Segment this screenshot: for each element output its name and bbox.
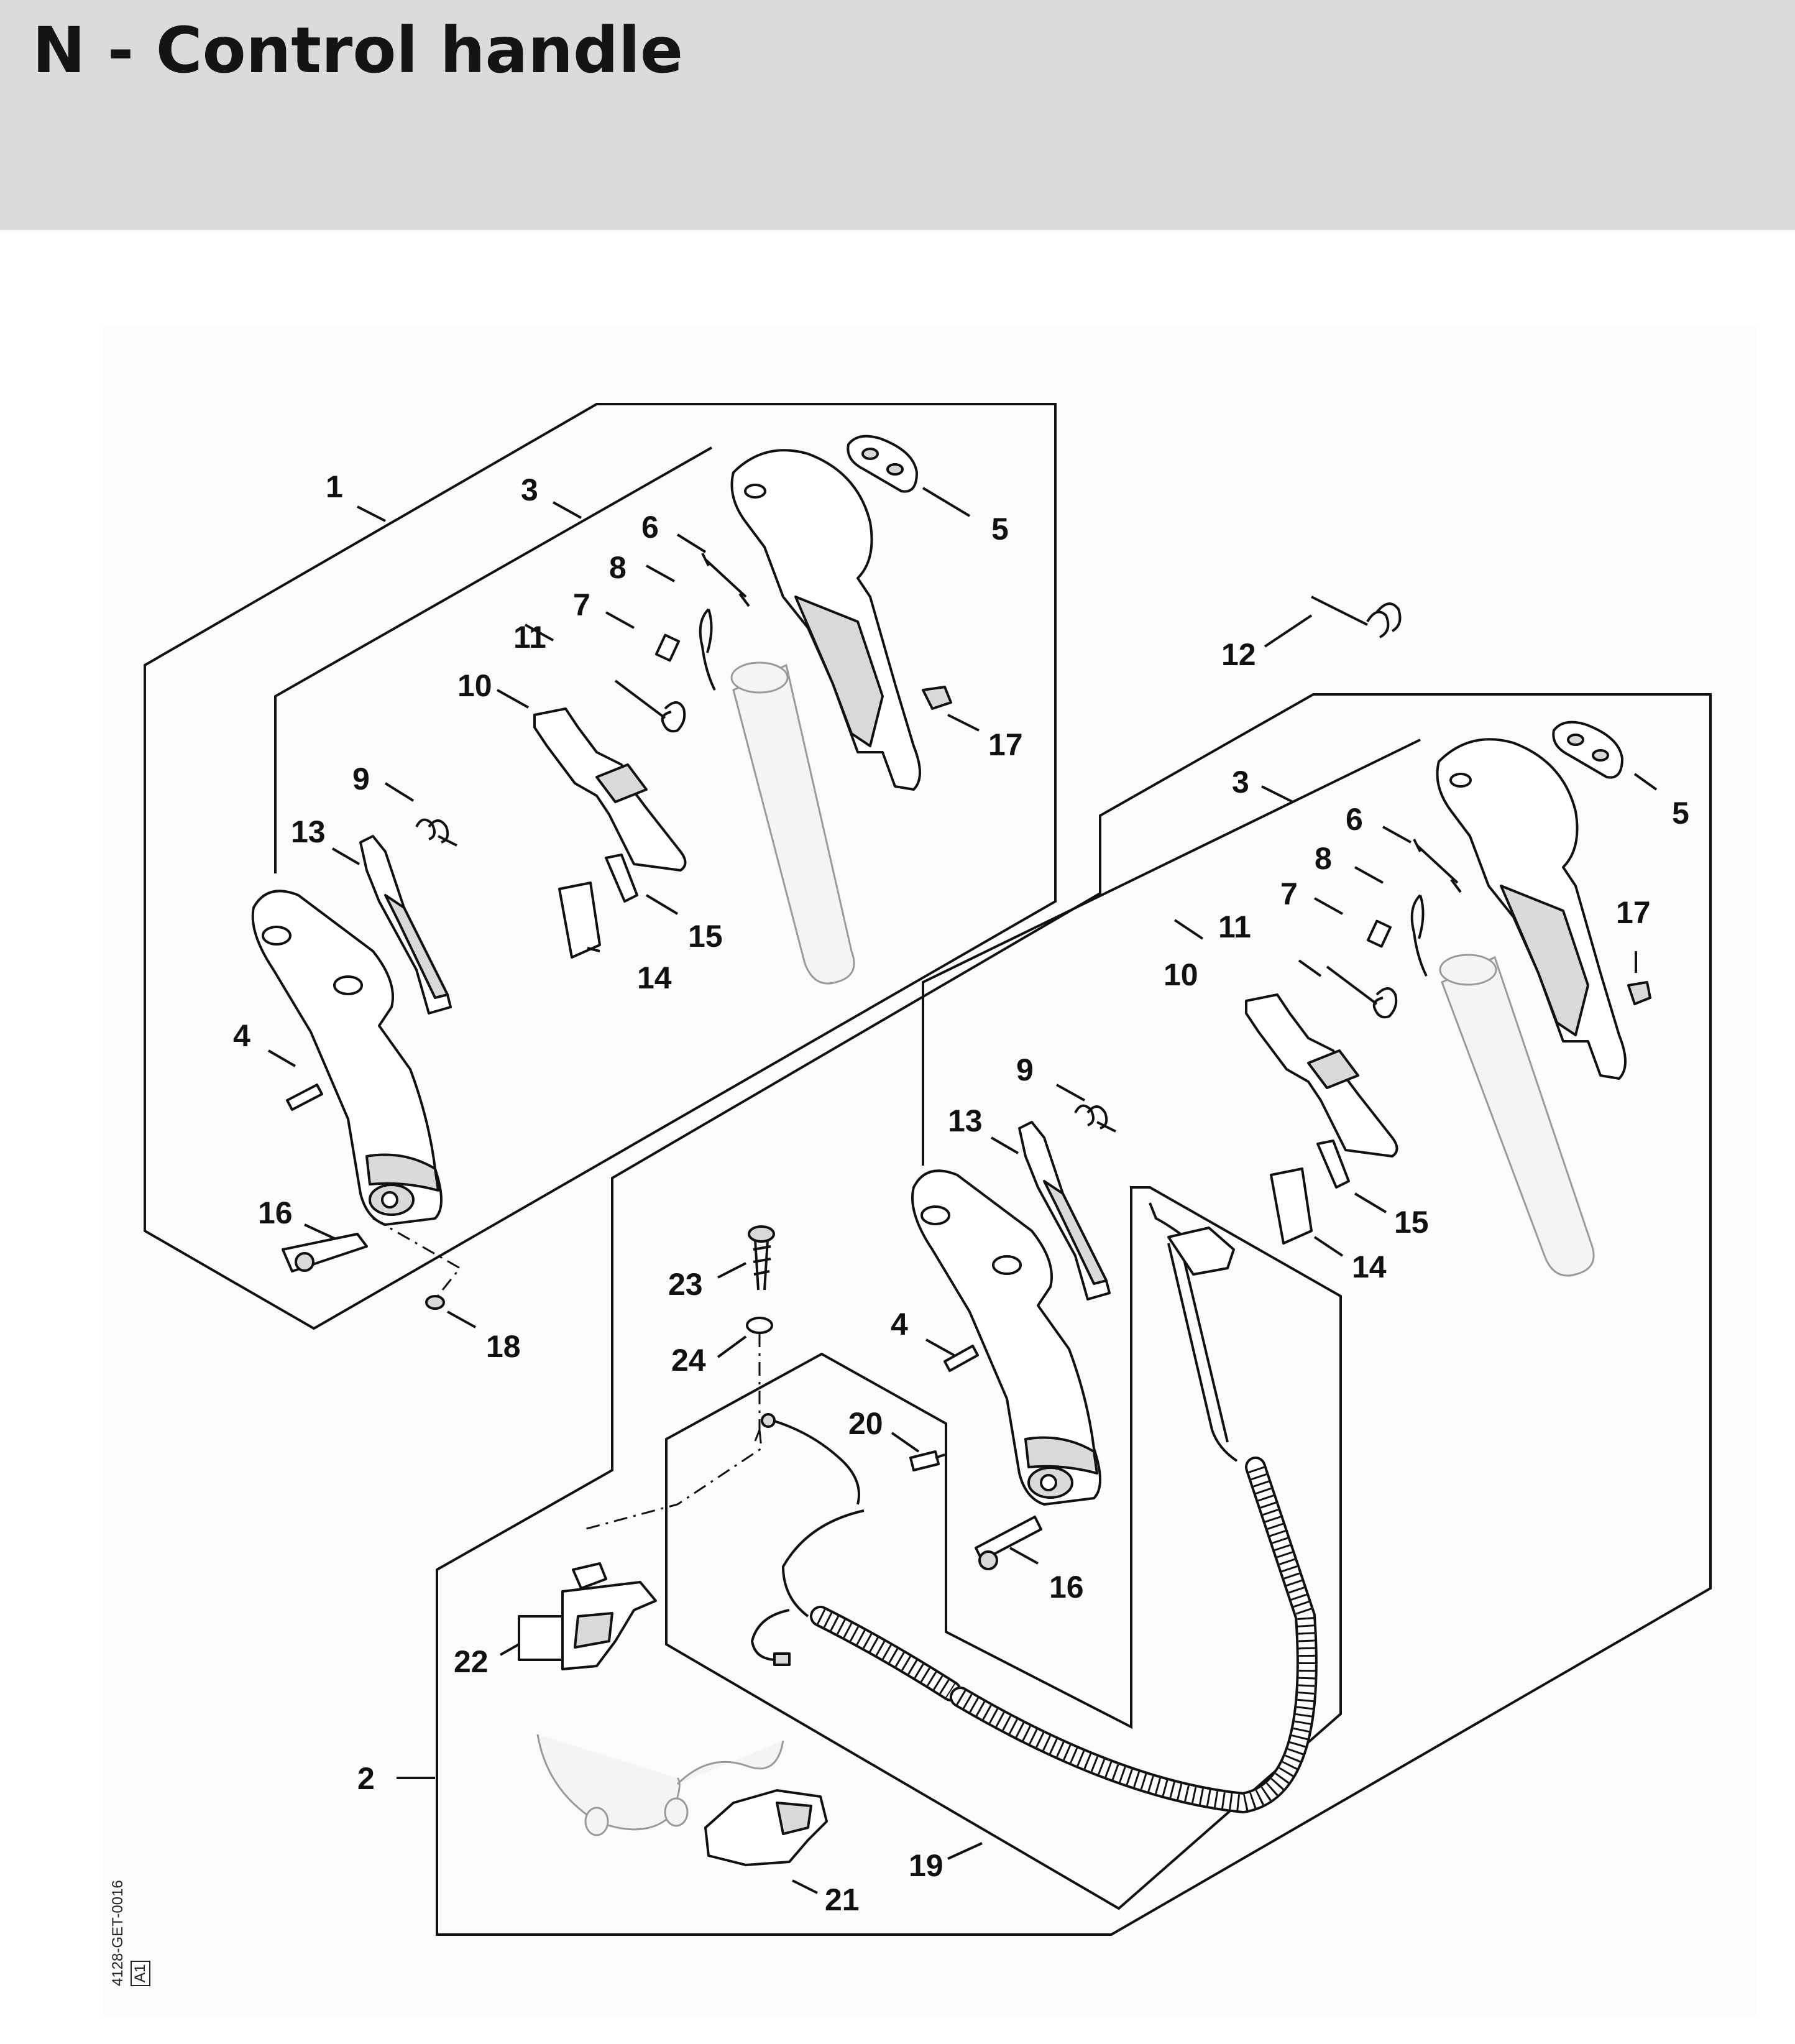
harness-frame [665,1186,1342,1910]
callout-15b: 15 [1394,1205,1429,1240]
cover-5-right [1552,720,1623,779]
handle-half-right [911,1169,1101,1506]
callout-3a: 3 [521,472,538,507]
callout-5b: 5 [1672,796,1689,831]
callout-16b: 16 [1049,1570,1084,1604]
callout-14a: 14 [637,960,672,995]
callout-11b: 11 [1218,909,1251,944]
callout-8a: 8 [609,550,627,585]
tube-ghost-right [1439,954,1595,1277]
callout-1: 1 [326,469,343,504]
assembly-3-frame-upper [274,446,712,873]
callout-10a: 10 [457,668,492,703]
handle-half-left [251,890,443,1226]
callout-3b: 3 [1232,765,1249,799]
tube-ghost-left [730,661,855,985]
screw-23 [748,1225,775,1291]
callout-9a: 9 [352,762,370,796]
small-parts-right [943,839,1651,1570]
washer-24 [746,1317,773,1334]
switch-22 [518,1562,657,1670]
drawing-revision-box: A1 [131,1960,150,1986]
switch-21-ghost [536,1734,828,1866]
callout-12: 12 [1221,637,1256,672]
lever-13-left [359,835,452,1015]
callout-9b: 9 [1016,1052,1034,1087]
callout-13b: 13 [948,1103,983,1138]
callout-24: 24 [671,1343,706,1378]
small-parts-left [282,553,952,1310]
callout-21: 21 [825,1882,860,1917]
callout-17a: 17 [988,727,1023,762]
callout-6a: 6 [641,510,659,545]
callout-5a: 5 [991,512,1009,546]
page-header: N - Control handle [0,0,1795,230]
callout-14b: 14 [1352,1250,1387,1284]
page-title: N - Control handle [32,14,684,88]
callout-20: 20 [848,1406,883,1441]
callout-2: 2 [357,1761,375,1796]
callout-6b: 6 [1346,802,1363,837]
assembly-3-frame-lower [922,739,1421,1166]
callout-15a: 15 [688,919,723,954]
callout-10b: 10 [1164,957,1198,992]
callout-7b: 7 [1280,877,1298,911]
throttle-trigger-right [1245,993,1398,1158]
dash-line-18 [372,1217,462,1300]
callout-22: 22 [454,1644,489,1679]
handle-housing-right-lower [1436,738,1627,1080]
throttle-trigger-left [533,707,687,872]
wiring-harness [750,1202,1318,1814]
callout-16a: 16 [258,1195,293,1230]
cover-5-left [847,435,918,493]
spring-12 [1311,596,1402,638]
lever-13-right [1018,1121,1111,1301]
callout-23: 23 [668,1267,703,1302]
handle-housing-right-upper [730,449,921,791]
callout-17b: 17 [1616,895,1651,930]
leader-lines [267,487,1658,1894]
callout-4b: 4 [891,1307,908,1342]
drawing-code: 4128-GET-0016 [109,1880,126,1986]
callout-4a: 4 [233,1018,250,1053]
callout-7a: 7 [573,587,590,622]
assembly-2-frame [436,693,1712,1936]
dash-line-24 [584,1333,763,1531]
callout-11a: 11 [513,620,546,655]
callout-labels: 1 3 6 8 7 11 10 5 17 9 13 15 14 4 16 18 … [233,469,1689,1917]
assembly-1-frame [144,403,1057,1330]
callout-8b: 8 [1315,841,1332,876]
callout-18: 18 [486,1329,521,1364]
callout-19: 19 [909,1848,943,1883]
callout-13a: 13 [291,814,326,849]
